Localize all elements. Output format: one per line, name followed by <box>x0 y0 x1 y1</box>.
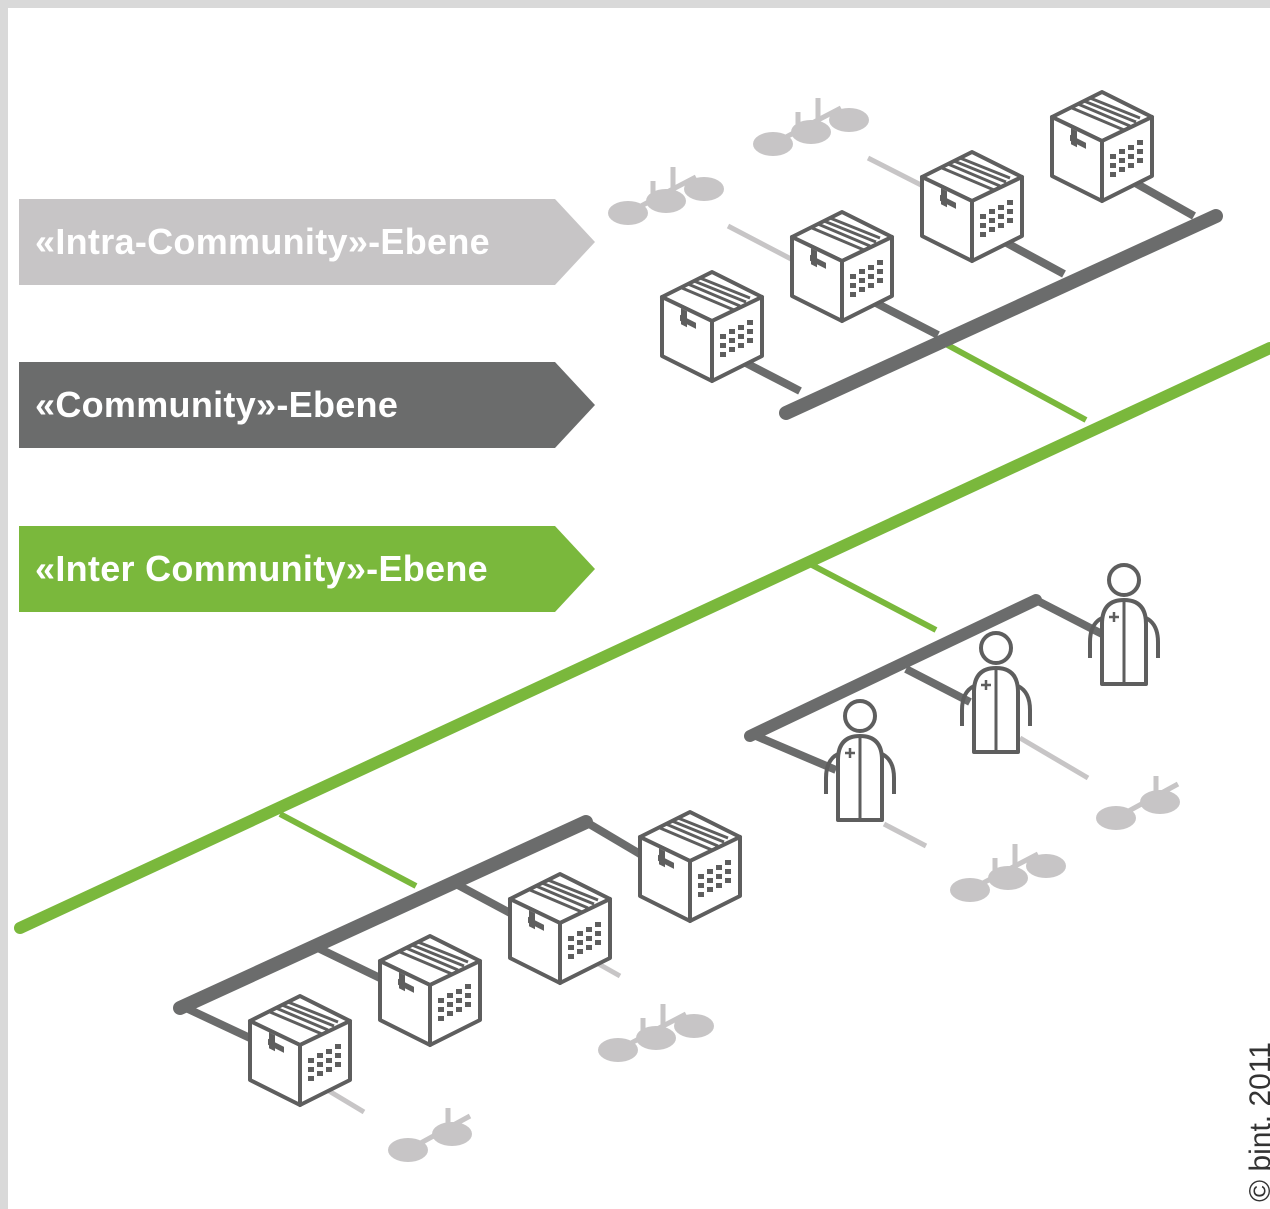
hospital-building-icon <box>508 872 612 985</box>
community-bus <box>173 815 593 1015</box>
record-tree-icon <box>598 1004 714 1062</box>
hospital-building-icon <box>1050 90 1154 203</box>
branch-line <box>726 223 795 263</box>
branch-line <box>754 732 838 774</box>
hospital-building-icon <box>660 270 764 383</box>
community-bus <box>779 209 1223 420</box>
community-network-lower <box>173 810 742 1162</box>
hospital-building-icon <box>248 994 352 1107</box>
record-tree-icon <box>753 98 869 156</box>
connector-line <box>808 561 938 633</box>
record-tree-icon <box>950 844 1066 902</box>
community-level-label: «Community»-Ebene <box>19 362 595 448</box>
inter-community-level-text: «Inter Community»-Ebene <box>35 548 488 589</box>
hospital-building-icon <box>638 810 742 923</box>
hospital-building-icon <box>790 210 894 323</box>
connector-line <box>940 339 1088 423</box>
branch-line <box>1034 596 1108 640</box>
inter-community-level-label: «Inter Community»-Ebene <box>19 526 595 612</box>
branch-line <box>1128 176 1196 220</box>
branch-line <box>904 665 972 706</box>
branch-line <box>882 821 928 849</box>
community-bus <box>744 594 1042 742</box>
inter-community-backbone <box>14 342 1270 934</box>
connector-line <box>278 811 418 889</box>
record-tree-icon <box>388 1108 472 1162</box>
intra-community-level-text: «Intra-Community»-Ebene <box>35 221 490 262</box>
hospital-building-icon <box>920 150 1024 263</box>
doctor-icon <box>1088 563 1160 686</box>
branch-line <box>316 944 382 982</box>
network-diagram <box>14 90 1270 1209</box>
record-tree-icon <box>1096 776 1180 830</box>
community-network-upper <box>608 90 1223 423</box>
branch-line <box>184 1004 252 1042</box>
branch-line <box>1018 735 1090 781</box>
branch-line <box>866 155 925 189</box>
diagram-canvas: «Intra-Community»-Ebene «Community»-Eben… <box>8 8 1270 1209</box>
doctor-icon <box>824 699 896 822</box>
community-level-text: «Community»-Ebene <box>35 384 399 425</box>
branch-line <box>322 1085 366 1115</box>
hospital-building-icon <box>378 934 482 1047</box>
branch-line <box>1001 237 1066 278</box>
branch-line <box>872 298 940 339</box>
record-tree-icon <box>608 167 724 225</box>
community-network-doctors <box>744 561 1180 902</box>
intra-community-level-label: «Intra-Community»-Ebene <box>19 199 595 285</box>
copyright-notice: © bint, 2011 <box>1244 1042 1270 1202</box>
doctor-icon <box>960 631 1032 754</box>
branch-line <box>740 357 802 395</box>
branch-line <box>454 880 514 918</box>
branch-line <box>583 818 643 858</box>
